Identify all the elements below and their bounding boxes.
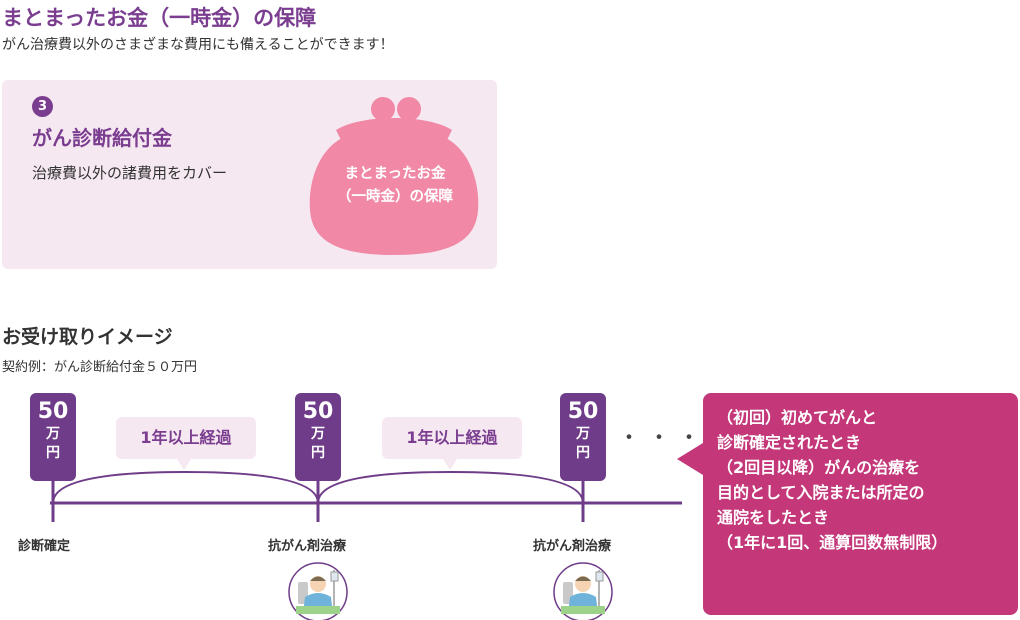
purse-label: まとまったお金 （一時金）の保障 — [310, 163, 480, 209]
patient-in-bed-icon — [553, 562, 613, 620]
patient-in-bed-icon — [288, 562, 348, 620]
contract-example: 契約例：がん診断給付金５０万円 — [2, 360, 198, 375]
event-label: 診断確定 — [18, 539, 71, 554]
callout-line: 目的として入院または所定の — [717, 483, 925, 502]
payout-amount: 50 — [302, 399, 334, 424]
callout-line: （2回目以降）がんの治療を — [717, 458, 921, 477]
benefit-title: がん診断給付金 — [32, 126, 172, 150]
payout-amount: 50 — [37, 399, 69, 424]
bubble-pointer — [177, 459, 191, 470]
callout-line: （1年に1回、通算回数無制限） — [717, 533, 948, 552]
callout-line: 診断確定されたとき — [717, 433, 862, 452]
timeline-diagram — [50, 443, 703, 620]
callout-pointer — [677, 443, 703, 475]
receipt-section-title: お受け取りイメージ — [2, 326, 173, 348]
continuation-dots: ・・・ — [618, 426, 709, 451]
payout-unit: 円 — [46, 445, 60, 461]
benefit-description: 治療費以外の諸費用をカバー — [32, 164, 228, 182]
purse-label-line: （一時金）の保障 — [337, 189, 453, 205]
payout-tag: 50 万 円 — [30, 393, 76, 481]
event-label: 抗がん剤治療 — [268, 539, 347, 554]
payout-tag: 50 万 円 — [560, 393, 606, 481]
benefit-number-badge: 3 — [32, 96, 53, 117]
callout-line: 通院をしたとき — [717, 508, 830, 527]
payout-unit: 万 — [311, 426, 325, 442]
payout-condition-callout: （初回）初めてがんと 診断確定されたとき （2回目以降）がんの治療を 目的として… — [703, 393, 1018, 615]
payout-amount: 50 — [567, 399, 599, 424]
payout-unit: 円 — [311, 445, 325, 461]
callout-line: （初回）初めてがんと — [717, 408, 878, 427]
interval-label: 1年以上経過 — [382, 417, 522, 459]
interval-label: 1年以上経過 — [116, 417, 256, 459]
payout-tag: 50 万 円 — [295, 393, 341, 481]
bubble-pointer — [443, 459, 457, 470]
event-label: 抗がん剤治療 — [533, 539, 612, 554]
payout-unit: 万 — [576, 426, 590, 442]
purse-label-line: まとまったお金 — [344, 166, 446, 182]
interval-arc — [317, 470, 584, 504]
payout-unit: 万 — [46, 426, 60, 442]
interval-arc — [52, 470, 319, 504]
coin-purse-icon — [309, 97, 479, 255]
payout-unit: 円 — [576, 445, 590, 461]
page-title: まとまったお金（一時金）の保障 — [2, 6, 317, 30]
page-subtitle: がん治療費以外のさまざまな費用にも備えることができます！ — [2, 37, 394, 53]
